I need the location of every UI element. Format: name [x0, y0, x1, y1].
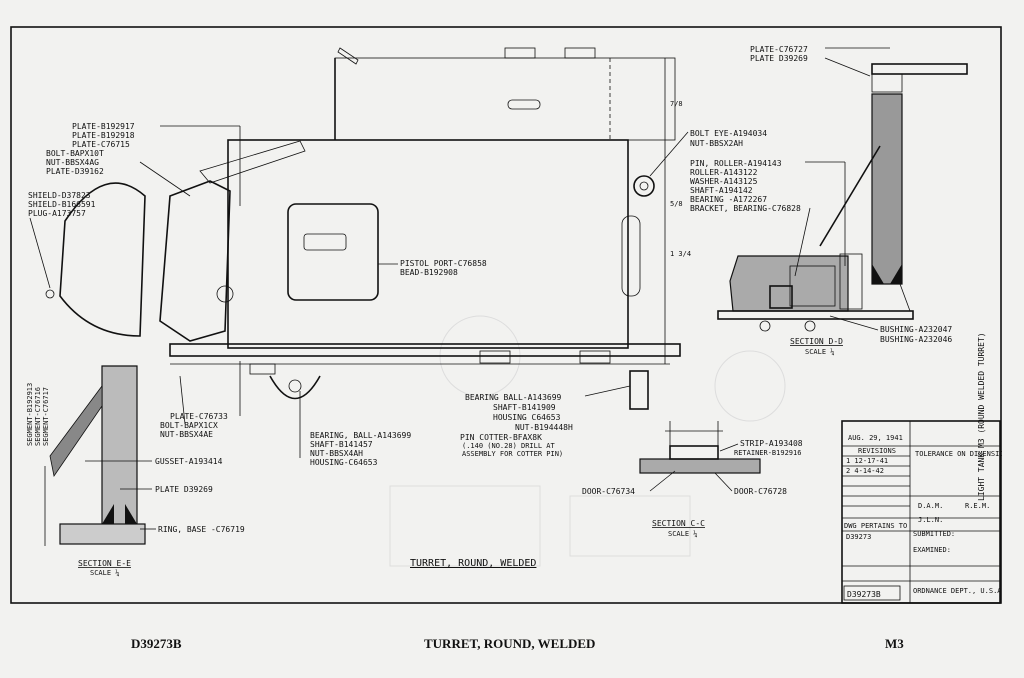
- callout-label: WASHER-A143125: [690, 177, 758, 186]
- callout-label: NUT-B194448H: [515, 423, 573, 432]
- callout-label: NUT-BBSX4AE: [160, 430, 213, 439]
- tb-pertains-no: D39273: [846, 533, 871, 541]
- dim-text: 5/8: [670, 200, 683, 208]
- callout-label: BOLT-BAPX10T: [46, 149, 104, 158]
- front-plate-assembly: [45, 140, 306, 342]
- tb-pertains: DWG PERTAINS TO: [844, 522, 907, 530]
- tb-date: AUG. 29, 1941: [848, 434, 903, 442]
- section-scale: SCALE ¼: [668, 530, 698, 538]
- dim-text: 7/8: [670, 100, 683, 108]
- callout-label: BOLT EYE-A194034: [690, 129, 767, 138]
- turret-side-view: 7/8 5/8 1 3/4: [169, 47, 691, 410]
- tb-revisions: REVISIONS: [858, 447, 896, 455]
- callout-label: SHAFT-B141909: [493, 403, 556, 412]
- labels-bearing-mid: BEARING BALL-A143699 SHAFT-B141909 HOUSI…: [460, 385, 631, 458]
- callout-label: BEARING, BALL-A143699: [310, 431, 411, 440]
- callout-label: PLATE-D39162: [46, 167, 104, 176]
- callout-label: STRIP-A193408: [740, 439, 803, 448]
- callout-label: SEGMENT-C76716: [34, 387, 42, 446]
- callout-label: PLATE D39269: [750, 54, 808, 63]
- tb-initial: J.L.N.: [918, 516, 943, 524]
- tb-initial: R.E.M.: [965, 502, 990, 510]
- callout-label: SHAFT-B141457: [310, 440, 373, 449]
- section-title: SECTION C-C: [652, 519, 705, 528]
- callout-label: BUSHING-A232047: [880, 325, 952, 334]
- ghost-lines: [389, 315, 786, 567]
- tb-rev: 2 4-14-42: [846, 467, 884, 475]
- callout-label: NUT-BBSX2AH: [690, 139, 743, 148]
- callout-label: (.140 (NO.28) DRILL AT: [462, 442, 556, 450]
- section-scale: SCALE ¼: [90, 569, 120, 577]
- callout-label: BEAD-B192908: [400, 268, 458, 277]
- labels-bearing-left: BEARING, BALL-A143699 SHAFT-B141457 NUT-…: [299, 391, 411, 467]
- section-title: SECTION E-E: [78, 559, 131, 568]
- drawing-title: TURRET, ROUND, WELDED: [410, 558, 536, 569]
- labels-bolt-eye: BOLT EYE-A194034 NUT-BBSX2AH: [649, 129, 767, 177]
- callout-label: ROLLER-A143122: [690, 168, 758, 177]
- callout-label: GUSSET-A193414: [155, 457, 223, 466]
- callout-label: BOLT-BAPX1CX: [160, 421, 218, 430]
- section-title: SECTION D-D: [790, 337, 843, 346]
- callout-label: NUT-BBSX4AH: [310, 449, 363, 458]
- footer-left: D39273B: [131, 636, 182, 651]
- callout-label: SEGMENT-B192913: [26, 383, 34, 446]
- section-c-c: STRIP-A193408 RETAINER-B192916 DOOR-C767…: [582, 421, 803, 538]
- callout-label: PLATE-C76715: [72, 140, 130, 149]
- callout-label: DOOR-C76728: [734, 487, 787, 496]
- callout-label: PLUG-A173757: [28, 209, 86, 218]
- tb-tolerance: TOLERANCE ON DIMENSIONS NOT OTHERWISE SP…: [915, 450, 1002, 458]
- tb-ordnance: ORDNANCE DEPT., U.S.A.: [913, 587, 1002, 595]
- callout-label: PLATE-C76727: [750, 45, 808, 54]
- callout-label: PIN, ROLLER-A194143: [690, 159, 782, 168]
- labels-pistol: PISTOL PORT-C76858 BEAD-B192908: [378, 259, 487, 277]
- callout-label: PLATE-C76733: [170, 412, 228, 421]
- footer-right: M3: [885, 636, 904, 651]
- labels-plate-bolt: PLATE-C76733 BOLT-BAPX1CX NUT-BBSX4AE: [160, 361, 241, 439]
- tb-rev: 1 12-17-41: [846, 457, 888, 465]
- tb-initial: D.A.M.: [918, 502, 943, 510]
- callout-label: SHIELD-D37823: [28, 191, 91, 200]
- callout-label: BEARING -A172267: [690, 195, 767, 204]
- tb-number: D39273B: [847, 590, 881, 599]
- footer-center: TURRET, ROUND, WELDED: [424, 636, 596, 651]
- section-scale: SCALE ¼: [805, 348, 835, 356]
- sheet-border: [10, 26, 1002, 604]
- callout-label: DOOR-C76734: [582, 487, 635, 496]
- tb-submitted: SUBMITTED:: [913, 530, 955, 538]
- drawing-sheet: 7/8 5/8 1 3/4 PLATE-B192917 PLATE-B19291…: [10, 26, 1002, 604]
- callout-label: BEARING BALL-A143699: [465, 393, 562, 402]
- callout-label: SHIELD-B166591: [28, 200, 96, 209]
- tb-examined: EXAMINED:: [913, 546, 951, 554]
- callout-label: PLATE D39269: [155, 485, 213, 494]
- callout-label: BRACKET, BEARING-C76828: [690, 204, 801, 213]
- callout-label: NUT-BBSX4AG: [46, 158, 99, 167]
- title-block: AUG. 29, 1941 REVISIONS 1 12-17-41 2 4-1…: [841, 420, 1002, 604]
- labels-left-top: PLATE-B192917 PLATE-B192918 PLATE-C76715…: [46, 122, 241, 206]
- section-e-e: SEGMENT-B192913 SEGMENT-C76716 SEGMENT-C…: [26, 365, 245, 577]
- callout-label: BUSHING-A232046: [880, 335, 952, 344]
- side-title: LIGHT TANK M3 (ROUND WELDED TURRET): [977, 332, 986, 501]
- section-d-d: PLATE-C76727 PLATE D39269 PIN, ROLLER-A1…: [690, 45, 968, 356]
- callout-label: SEGMENT-C76717: [42, 387, 50, 446]
- callout-label: RETAINER-B192916: [734, 449, 801, 457]
- callout-label: ASSEMBLY FOR COTTER PIN): [462, 450, 563, 458]
- callout-label: PISTOL PORT-C76858: [400, 259, 487, 268]
- callout-label: SHAFT-A194142: [690, 186, 753, 195]
- callout-label: PLATE-B192917: [72, 122, 135, 131]
- callout-label: HOUSING C64653: [493, 413, 561, 422]
- callout-label: PLATE-B192918: [72, 131, 135, 140]
- callout-label: RING, BASE -C76719: [158, 525, 245, 534]
- callout-label: PIN COTTER-BFAX8K: [460, 433, 542, 442]
- callout-label: HOUSING-C64653: [310, 458, 378, 467]
- labels-shield: SHIELD-D37823 SHIELD-B166591 PLUG-A17375…: [28, 191, 96, 289]
- dim-text: 1 3/4: [670, 250, 691, 258]
